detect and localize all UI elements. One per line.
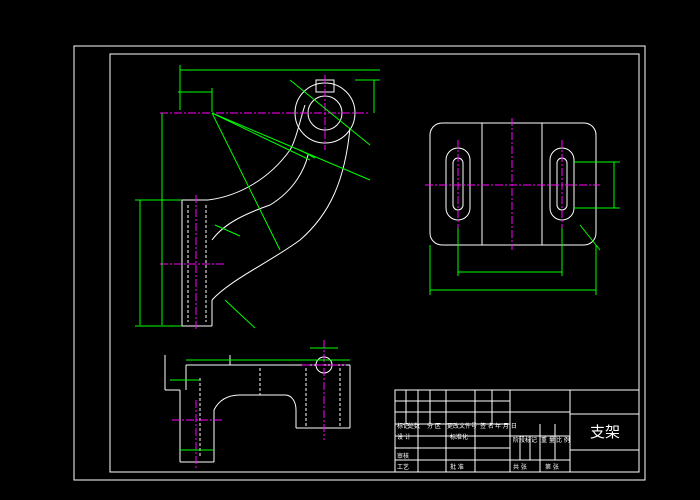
title-block-cell-stage-mark: 阶段标记 xyxy=(513,437,538,444)
section-view-hidden-lines xyxy=(199,368,341,458)
title-block-cell-scale: 比 例 xyxy=(556,437,570,444)
title-block-cell-process: 工艺 xyxy=(397,464,410,471)
outer-sheet-border xyxy=(73,45,646,481)
title-block-cell-approve: 批 准 xyxy=(450,464,464,471)
front-view xyxy=(181,79,356,327)
inner-drawing-frame xyxy=(109,53,640,473)
title-block-cell-change-doc: 更改文件号 xyxy=(447,423,478,430)
title-block-grid xyxy=(394,389,640,473)
title-block-cell-marking: 标记 xyxy=(397,423,410,430)
plate-view xyxy=(429,122,597,246)
front-view-hidden-lines xyxy=(187,205,207,322)
title-block-cell-sheet-no: 第 张 xyxy=(545,464,559,471)
section-view xyxy=(164,355,351,463)
title-block-cell-signature: 签 名 xyxy=(480,423,494,430)
drawing-title: 支架 xyxy=(590,423,621,441)
section-view-dimensions xyxy=(170,347,350,451)
title-block-cell-review: 审核 xyxy=(397,453,410,460)
title-block-cell-date: 年 月 日 xyxy=(495,423,517,430)
plate-view-centerlines xyxy=(425,118,600,250)
plate-view-dimensions xyxy=(429,161,620,295)
title-block-cell-total-sheets: 共 张 xyxy=(513,464,527,471)
title-block-cell-standardization: 标准化 xyxy=(450,434,469,441)
title-block-cell-design: 设 计 xyxy=(397,434,411,441)
front-view-centerlines xyxy=(160,75,370,330)
title-block-cell-count: 处数 xyxy=(408,423,421,430)
section-view-centerlines xyxy=(172,340,346,470)
title-block-cell-weight: 重 量 xyxy=(541,437,555,444)
title-block-cell-zone: 分 区 xyxy=(427,423,441,430)
front-view-dimensions xyxy=(135,65,380,329)
